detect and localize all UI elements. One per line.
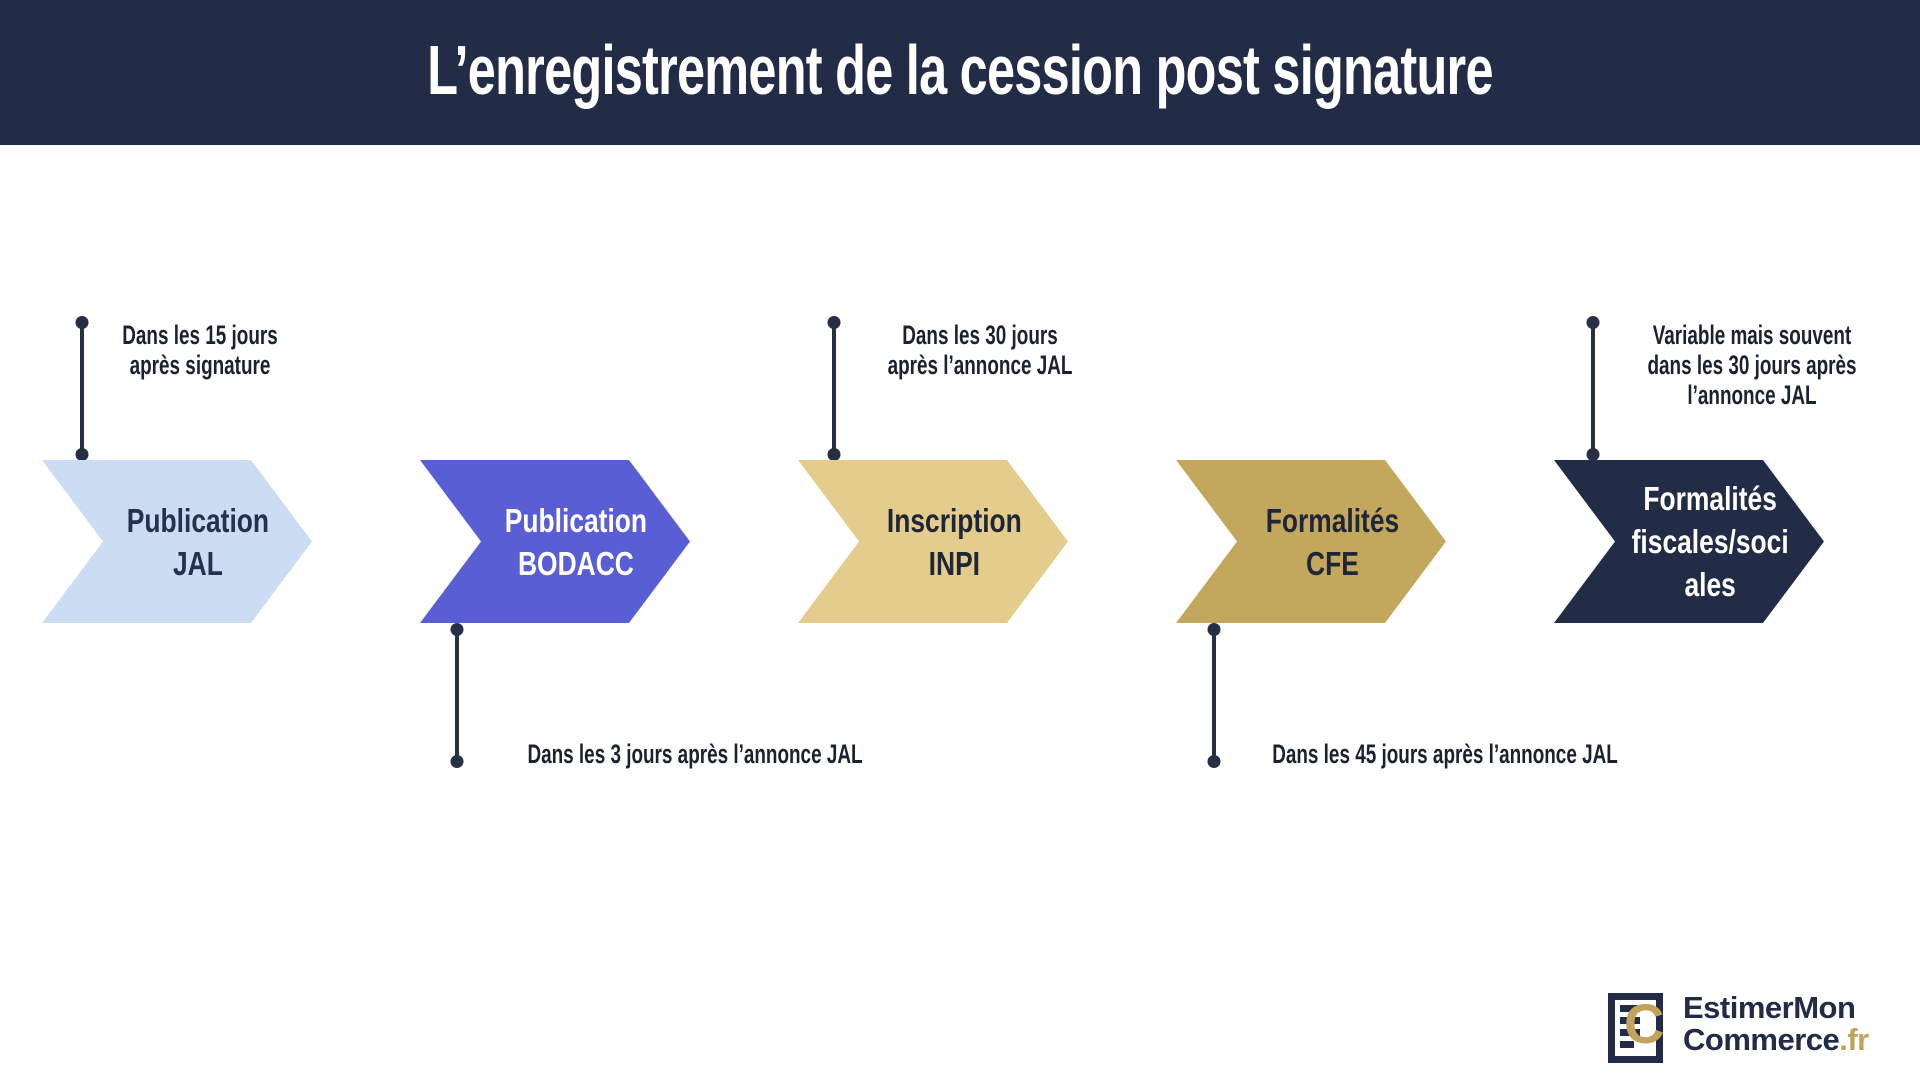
logo-c-letter: C — [1624, 992, 1665, 1055]
annotation-publication-bodacc: Dans les 3 jours après l’annonce JAL — [527, 739, 862, 769]
connector-line-formalites-fiscales — [1591, 322, 1595, 455]
annotation-line: après l’annonce JAL — [887, 350, 1073, 380]
logo-line1: EstimerMon — [1683, 990, 1856, 1025]
logo-icon-bar — [1620, 1017, 1640, 1024]
chevron-label-line: Formalités — [1265, 501, 1399, 539]
chevron-inscription-inpi: Inscription INPI — [798, 460, 1068, 623]
header-banner: L’enregistrement de la cession post sign… — [0, 0, 1920, 145]
chevron-label: Publication BODACC — [505, 499, 647, 585]
chevron-label-line: CFE — [1305, 544, 1359, 582]
annotation-formalites-fiscales: Variable mais souvent dans les 30 jours … — [1647, 320, 1856, 410]
annotation-line: Dans les 15 jours — [122, 320, 278, 350]
annotation-line: dans les 30 jours après — [1647, 350, 1857, 380]
connector-line-inscription-inpi — [832, 322, 836, 455]
annotation-line: Dans les 30 jours — [902, 320, 1058, 350]
annotation-formalites-cfe: Dans les 45 jours après l’annonce JAL — [1272, 739, 1618, 769]
chevron-publication-bodacc: Publication BODACC — [420, 460, 690, 623]
chevron-label: Publication JAL — [127, 499, 269, 585]
annotation-publication-jal: Dans les 15 jours après signature — [122, 320, 277, 380]
chevron-label-line: fiscales/soci — [1631, 523, 1789, 560]
logo-suffix: .fr — [1839, 1022, 1869, 1057]
logo-icon-bar — [1620, 1029, 1640, 1036]
chevron-label: Formalités CFE — [1265, 499, 1399, 585]
chevron-publication-jal: Publication JAL — [42, 460, 312, 623]
chevron-formalites-fiscales: Formalités fiscales/soci ales — [1554, 460, 1824, 623]
logo-wordmark: EstimerMon Commerce.fr — [1683, 992, 1869, 1056]
estimermoncommerce-logo: C EstimerMon Commerce.fr — [1608, 990, 1908, 1066]
annotation-inscription-inpi: Dans les 30 jours après l’annonce JAL — [888, 320, 1073, 380]
chevron-label-line: Inscription — [886, 501, 1022, 539]
connector-line-publication-jal — [80, 322, 84, 455]
connector-line-formalites-cfe — [1212, 629, 1216, 762]
chevron-label: Inscription INPI — [887, 499, 1022, 585]
annotation-line: après signature — [129, 350, 271, 380]
chevron-label-line: INPI — [928, 544, 980, 582]
chevron-label: Formalités fiscales/soci ales — [1631, 477, 1788, 606]
chevron-label-line: BODACC — [518, 544, 634, 582]
chevron-label-line: Publication — [126, 501, 270, 539]
chevron-label-line: Publication — [504, 501, 648, 539]
annotation-line: Variable mais souvent — [1652, 320, 1852, 350]
connector-line-publication-bodacc — [455, 629, 459, 762]
page-title: L’enregistrement de la cession post sign… — [427, 30, 1493, 109]
annotation-line: l’annonce JAL — [1687, 380, 1817, 410]
annotation-line: Dans les 3 jours après l’annonce JAL — [527, 739, 863, 769]
logo-icon-bar — [1620, 1005, 1640, 1012]
chevron-label-line: ales — [1684, 566, 1736, 603]
chevron-label-line: JAL — [173, 544, 223, 582]
logo-icon-bar — [1620, 1041, 1634, 1048]
chevron-label-line: Formalités — [1643, 480, 1777, 517]
logo-document-icon — [1608, 993, 1663, 1063]
annotation-line: Dans les 45 jours après l’annonce JAL — [1272, 739, 1618, 769]
chevron-formalites-cfe: Formalités CFE — [1176, 460, 1446, 623]
logo-line2: Commerce — [1683, 1022, 1840, 1057]
